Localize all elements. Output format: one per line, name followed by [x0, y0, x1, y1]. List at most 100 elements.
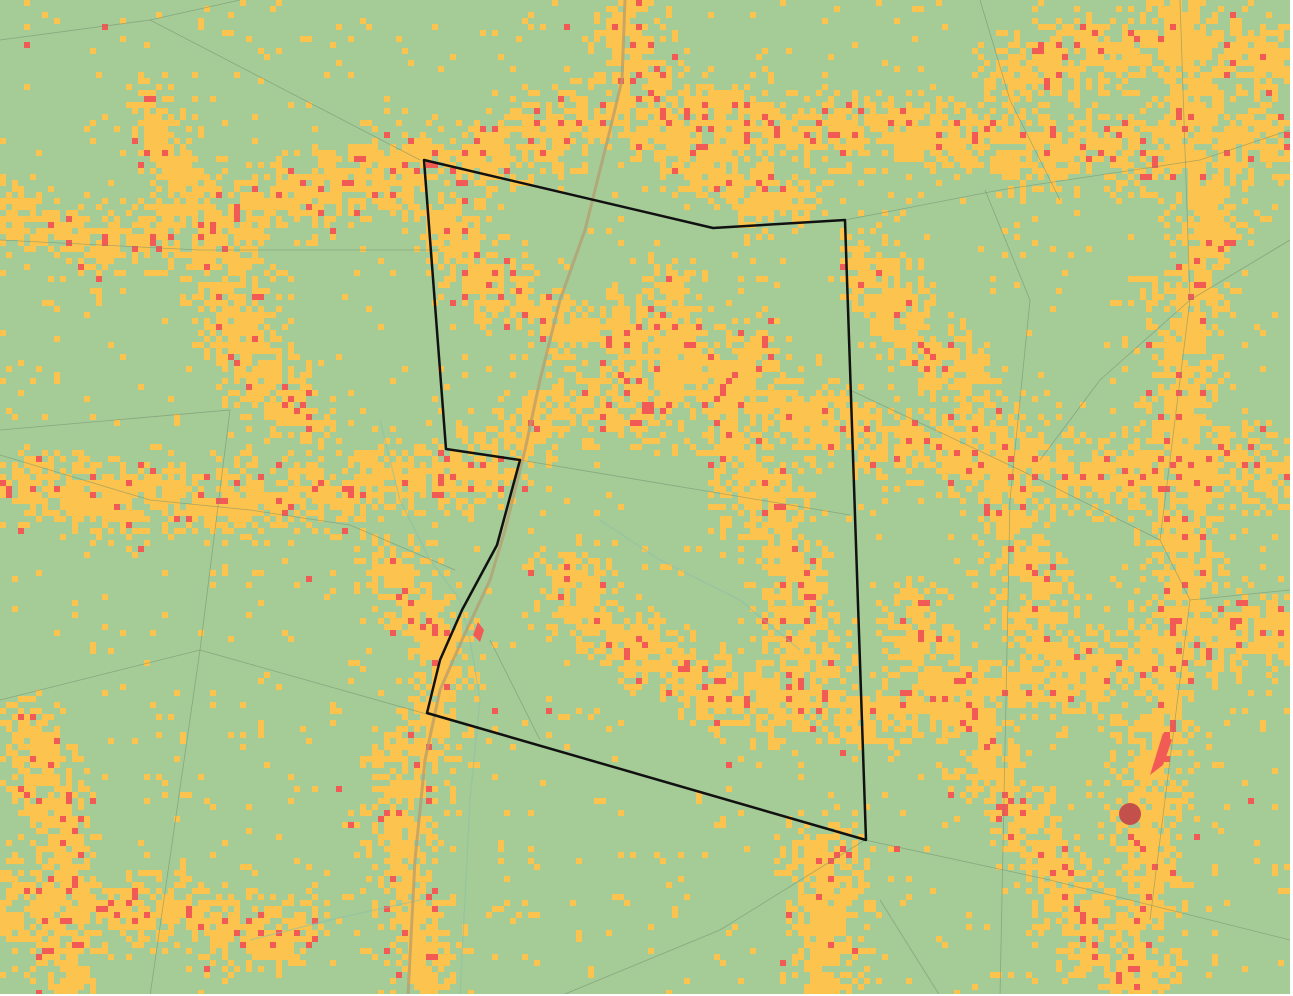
medium-risk-cell [1266, 60, 1272, 66]
medium-risk-cell [1242, 198, 1248, 204]
medium-risk-cell [840, 408, 846, 414]
medium-risk-cell [600, 378, 606, 384]
medium-risk-cell [888, 258, 894, 264]
medium-risk-cell [732, 96, 738, 102]
medium-risk-cell [1188, 0, 1194, 6]
high-risk-cell [636, 420, 642, 426]
medium-risk-cell [1266, 66, 1272, 72]
medium-risk-cell [660, 396, 666, 402]
medium-risk-cell [18, 360, 24, 366]
medium-risk-cell [618, 330, 624, 336]
medium-risk-cell [1068, 114, 1074, 120]
medium-risk-cell [1056, 54, 1062, 60]
medium-risk-cell [474, 234, 480, 240]
medium-risk-cell [846, 294, 852, 300]
medium-risk-cell [1140, 192, 1146, 198]
medium-risk-cell [402, 174, 408, 180]
medium-risk-cell [1236, 162, 1242, 168]
medium-risk-cell [120, 150, 126, 156]
medium-risk-cell [678, 138, 684, 144]
high-risk-cell [858, 282, 864, 288]
medium-risk-cell [546, 102, 552, 108]
medium-risk-cell [1272, 42, 1278, 48]
medium-risk-cell [1200, 120, 1206, 126]
medium-risk-cell [288, 402, 294, 408]
medium-risk-cell [1104, 132, 1110, 138]
medium-risk-cell [702, 330, 708, 336]
medium-risk-cell [438, 66, 444, 72]
medium-risk-cell [222, 396, 228, 402]
medium-risk-cell [720, 192, 726, 198]
medium-risk-cell [660, 432, 666, 438]
medium-risk-cell [1164, 402, 1170, 408]
medium-risk-cell [588, 318, 594, 324]
medium-risk-cell [162, 72, 168, 78]
medium-risk-cell [954, 336, 960, 342]
medium-risk-cell [462, 258, 468, 264]
medium-risk-cell [846, 126, 852, 132]
medium-risk-cell [756, 234, 762, 240]
medium-risk-cell [744, 408, 750, 414]
medium-risk-cell [702, 192, 708, 198]
medium-risk-cell [624, 324, 630, 330]
medium-risk-cell [1050, 186, 1056, 192]
medium-risk-cell [1056, 156, 1062, 162]
medium-risk-cell [852, 282, 858, 288]
medium-risk-cell [1236, 36, 1242, 42]
medium-risk-cell [738, 222, 744, 228]
medium-risk-cell [168, 174, 174, 180]
medium-risk-cell [570, 312, 576, 318]
medium-risk-cell [552, 426, 558, 432]
medium-risk-cell [318, 150, 324, 156]
medium-risk-cell [1182, 312, 1188, 318]
medium-risk-cell [888, 294, 894, 300]
medium-risk-cell [408, 186, 414, 192]
medium-risk-cell [324, 156, 330, 162]
medium-risk-cell [516, 300, 522, 306]
medium-risk-cell [1260, 30, 1266, 36]
medium-risk-cell [504, 426, 510, 432]
medium-risk-cell [960, 414, 966, 420]
medium-risk-cell [498, 54, 504, 60]
medium-risk-cell [330, 234, 336, 240]
medium-risk-cell [798, 396, 804, 402]
high-risk-cell [1146, 174, 1152, 180]
medium-risk-cell [60, 228, 66, 234]
medium-risk-cell [552, 384, 558, 390]
medium-risk-cell [726, 174, 732, 180]
medium-risk-cell [198, 126, 204, 132]
medium-risk-cell [684, 150, 690, 156]
medium-risk-cell [12, 180, 18, 186]
medium-risk-cell [66, 258, 72, 264]
medium-risk-cell [246, 378, 252, 384]
medium-risk-cell [1044, 54, 1050, 60]
medium-risk-cell [510, 372, 516, 378]
medium-risk-cell [1194, 66, 1200, 72]
medium-risk-cell [822, 156, 828, 162]
medium-risk-cell [1254, 42, 1260, 48]
medium-risk-cell [1068, 150, 1074, 156]
medium-risk-cell [708, 144, 714, 150]
medium-risk-cell [1128, 36, 1134, 42]
medium-risk-cell [690, 180, 696, 186]
medium-risk-cell [1212, 204, 1218, 210]
medium-risk-cell [1188, 264, 1194, 270]
medium-risk-cell [576, 108, 582, 114]
high-risk-cell [582, 390, 588, 396]
medium-risk-cell [672, 132, 678, 138]
medium-risk-cell [102, 246, 108, 252]
high-risk-cell [198, 222, 204, 228]
medium-risk-cell [978, 414, 984, 420]
medium-risk-cell [702, 390, 708, 396]
medium-risk-cell [156, 174, 162, 180]
medium-risk-cell [300, 372, 306, 378]
medium-risk-cell [642, 42, 648, 48]
medium-risk-cell [1188, 48, 1194, 54]
medium-risk-cell [672, 384, 678, 390]
medium-risk-cell [492, 132, 498, 138]
high-risk-cell [1164, 438, 1170, 444]
medium-risk-cell [378, 150, 384, 156]
medium-risk-cell [654, 402, 660, 408]
